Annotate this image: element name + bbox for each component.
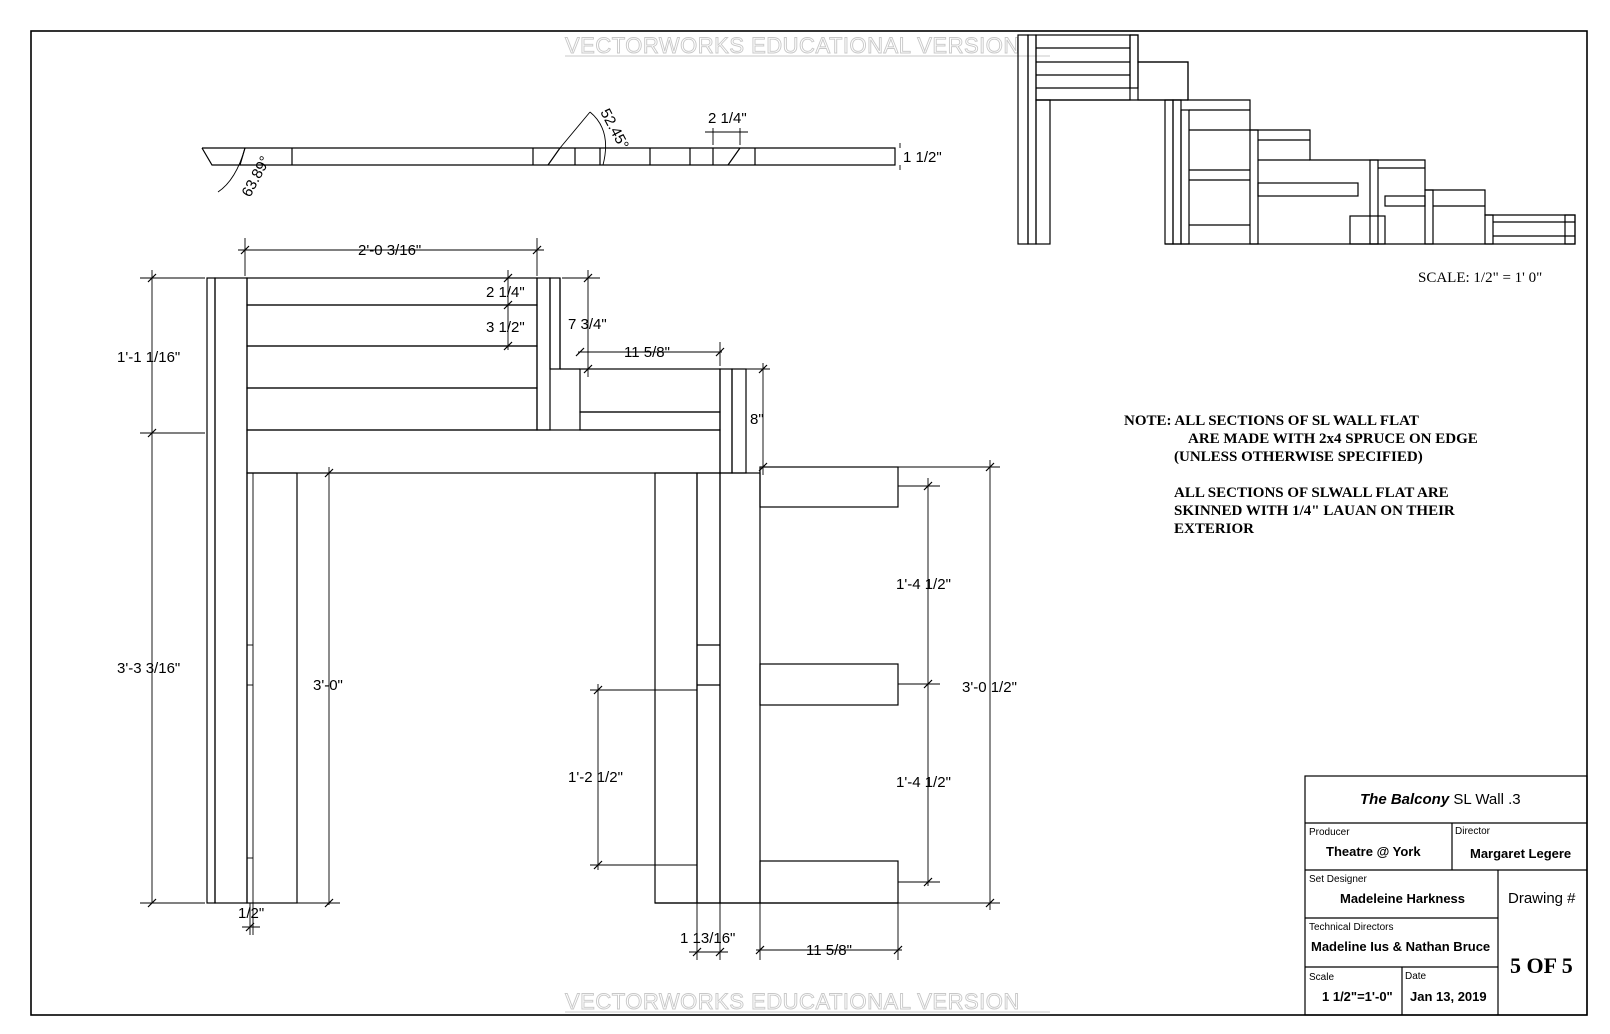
dim-right-step: 8" bbox=[750, 411, 764, 428]
director-value: Margaret Legere bbox=[1470, 846, 1571, 861]
note-line-3: (UNLESS OTHERWISE SPECIFIED) bbox=[1174, 449, 1423, 465]
scale-label: Scale bbox=[1309, 972, 1334, 983]
dim-step-width: 11 5/8" bbox=[624, 344, 670, 361]
title-block: The Balcony SL Wall .3 Producer Theatre … bbox=[1304, 775, 1588, 1016]
dim-right-upper: 1'-4 1/2" bbox=[896, 576, 951, 593]
producer-label: Producer bbox=[1309, 827, 1350, 838]
angle-mid-label: 52.45° bbox=[596, 106, 631, 152]
stepped-elevation-view: SCALE: 1/2" = 1' 0" bbox=[1017, 34, 1576, 286]
dim-right-overall: 3'-0 1/2" bbox=[962, 679, 1017, 696]
note-line-5: SKINNED WITH 1/4" LAUAN ON THEIR bbox=[1174, 503, 1455, 519]
dim-2-1-4-top: 2 1/4" bbox=[708, 110, 747, 127]
dim-inner-leg: 1'-2 1/2" bbox=[568, 769, 623, 786]
dim-step-height: 7 3/4" bbox=[568, 316, 607, 333]
note-line-6: EXTERIOR bbox=[1174, 521, 1254, 537]
producer-value: Theatre @ York bbox=[1326, 844, 1421, 859]
dim-overall-left: 3'-3 3/16" bbox=[117, 660, 180, 677]
angle-left-label: 63.89° bbox=[239, 153, 274, 199]
note-line-4: ALL SECTIONS OF SLWALL FLAT ARE bbox=[1174, 485, 1449, 501]
drawing-number-label: Drawing # bbox=[1508, 890, 1576, 907]
director-label: Director bbox=[1455, 826, 1491, 837]
dim-board-b: 3 1/2" bbox=[486, 319, 525, 336]
set-designer-label: Set Designer bbox=[1309, 874, 1367, 885]
sheet-border bbox=[30, 30, 1588, 1016]
date-value: Jan 13, 2019 bbox=[1410, 989, 1487, 1004]
tech-directors-value: Madeline Ius & Nathan Bruce bbox=[1311, 939, 1490, 954]
dim-left-thickness: 1/2" bbox=[238, 905, 264, 922]
elevation-scale-label: SCALE: 1/2" = 1' 0" bbox=[1418, 270, 1542, 286]
construction-note: NOTE: ALL SECTIONS OF SL WALL FLAT ARE M… bbox=[1124, 413, 1478, 537]
dim-bottom-width: 11 5/8" bbox=[806, 942, 852, 959]
front-view: 2'-0 3/16" 2 1/4" 3 1/2" 7 3/4" 11 5/8" … bbox=[117, 238, 1017, 960]
dim-1-1-2: 1 1/2" bbox=[903, 149, 942, 166]
date-label: Date bbox=[1405, 971, 1427, 982]
watermark-top: VECTORWORKS EDUCATIONAL VERSION bbox=[565, 33, 1020, 58]
watermark-bottom: VECTORWORKS EDUCATIONAL VERSION bbox=[565, 989, 1020, 1014]
top-section-view: 63.89° 52.45° 2 1/4" 1 1/2" bbox=[201, 106, 942, 200]
sheet-number: 5 OF 5 bbox=[1510, 953, 1573, 978]
dim-upper-height: 1'-1 1/16" bbox=[117, 349, 180, 366]
dim-board-a: 2 1/4" bbox=[486, 284, 525, 301]
dim-bottom-thickness: 1 13/16" bbox=[680, 930, 735, 947]
note-line-2: ARE MADE WITH 2x4 SPRUCE ON EDGE bbox=[1188, 431, 1478, 447]
drawing-title: The Balcony SL Wall .3 bbox=[1360, 791, 1521, 808]
dim-right-lower: 1'-4 1/2" bbox=[896, 774, 951, 791]
dim-top-width: 2'-0 3/16" bbox=[358, 242, 421, 259]
note-line-1: NOTE: ALL SECTIONS OF SL WALL FLAT bbox=[1124, 413, 1419, 429]
set-designer-value: Madeleine Harkness bbox=[1340, 891, 1465, 906]
scale-value: 1 1/2"=1'-0" bbox=[1322, 989, 1393, 1004]
dim-leg-height: 3'-0" bbox=[313, 677, 343, 694]
tech-directors-label: Technical Directors bbox=[1309, 922, 1393, 933]
